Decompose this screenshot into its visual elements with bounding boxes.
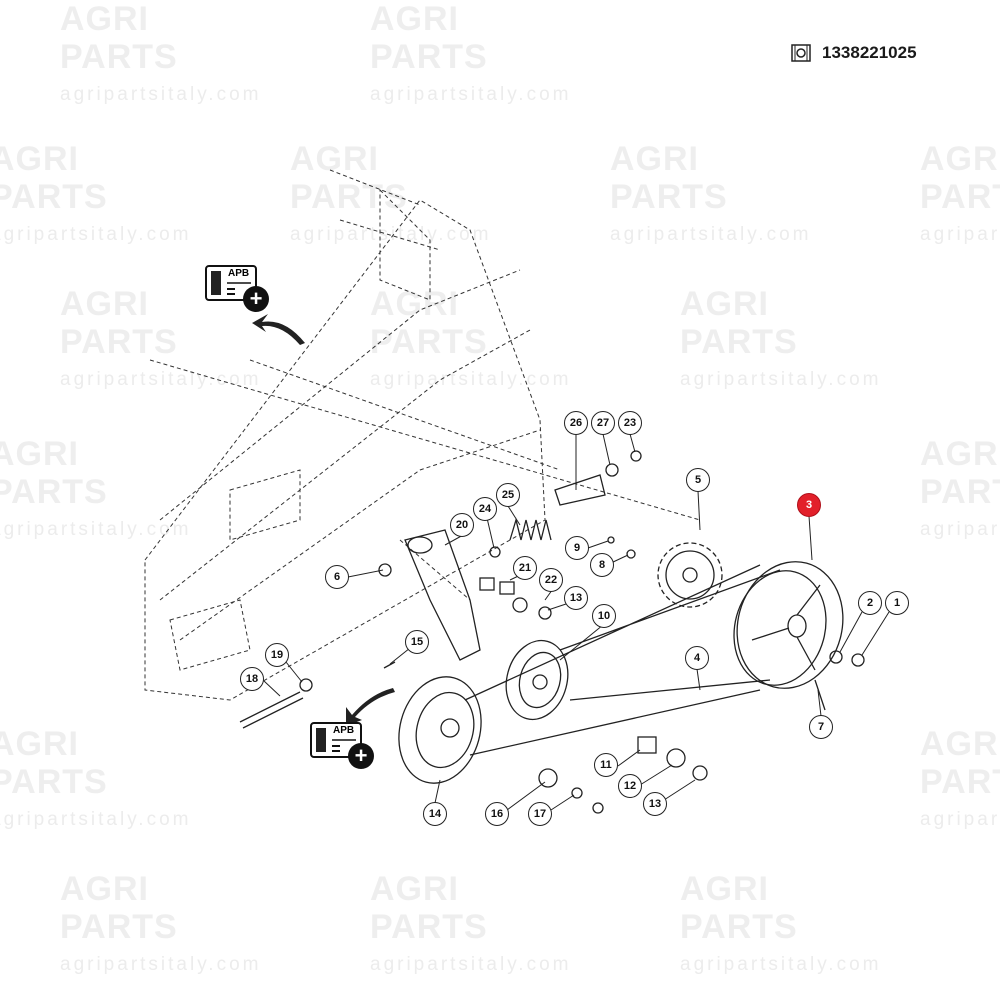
gear-document-icon [791, 44, 811, 62]
callout-23[interactable]: 23 [618, 411, 642, 435]
document-icon [205, 265, 257, 301]
callout-11[interactable]: 11 [594, 753, 618, 777]
callout-25[interactable]: 25 [496, 483, 520, 507]
callout-6[interactable]: 6 [325, 565, 349, 589]
callout-14[interactable]: 14 [423, 802, 447, 826]
callout-10[interactable]: 10 [592, 604, 616, 628]
callout-16[interactable]: 16 [485, 802, 509, 826]
apb-reference-badge[interactable]: APB + [310, 722, 374, 777]
callout-27[interactable]: 27 [591, 411, 615, 435]
apb-reference-badge[interactable]: APB + [205, 265, 269, 320]
apb-label: APB [333, 725, 355, 736]
callout-15[interactable]: 15 [405, 630, 429, 654]
callout-26[interactable]: 26 [564, 411, 588, 435]
callout-13[interactable]: 13 [643, 792, 667, 816]
callout-7[interactable]: 7 [809, 715, 833, 739]
part-number-header: 1338221025 [790, 42, 917, 64]
callout-21[interactable]: 21 [513, 556, 537, 580]
callout-2[interactable]: 2 [858, 591, 882, 615]
callout-12[interactable]: 12 [618, 774, 642, 798]
callout-22[interactable]: 22 [539, 568, 563, 592]
apb-label: APB [228, 268, 250, 279]
document-icon [310, 722, 362, 758]
add-circle-icon[interactable]: + [243, 286, 269, 312]
callout-5[interactable]: 5 [686, 468, 710, 492]
part-number: 1338221025 [822, 43, 917, 62]
callout-4[interactable]: 4 [685, 646, 709, 670]
add-circle-icon[interactable]: + [348, 743, 374, 769]
callout-19[interactable]: 19 [265, 643, 289, 667]
callout-3-highlighted[interactable]: 3 [797, 493, 821, 517]
callout-13[interactable]: 13 [564, 586, 588, 610]
callout-1[interactable]: 1 [885, 591, 909, 615]
callout-20[interactable]: 20 [450, 513, 474, 537]
parts [239, 450, 865, 814]
callout-9[interactable]: 9 [565, 536, 589, 560]
callout-17[interactable]: 17 [528, 802, 552, 826]
frame-dashed [144, 169, 701, 701]
callout-24[interactable]: 24 [473, 497, 497, 521]
callout-8[interactable]: 8 [590, 553, 614, 577]
callout-18[interactable]: 18 [240, 667, 264, 691]
